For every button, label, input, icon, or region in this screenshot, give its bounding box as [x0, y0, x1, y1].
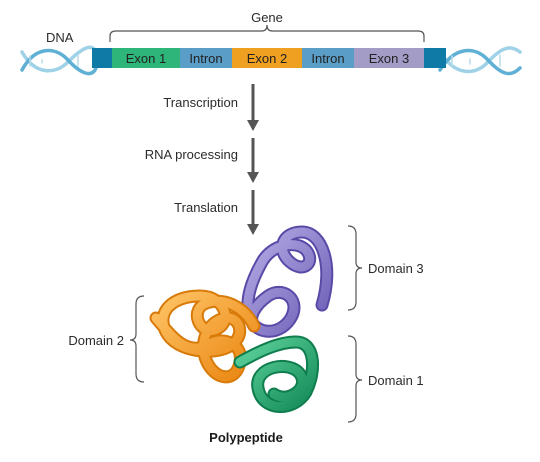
polypeptide-label: Polypeptide [209, 430, 283, 445]
transcription-arrow [247, 84, 259, 131]
polypeptide-structure [149, 225, 334, 413]
transcription-label: Transcription [163, 95, 238, 110]
rna-processing-arrow [247, 138, 259, 183]
dna-label: DNA [46, 30, 74, 45]
translation-arrow [247, 190, 259, 235]
domain-3-bracket [347, 225, 363, 311]
dna-flank-right [424, 48, 446, 68]
dna-flank-left [92, 48, 112, 68]
domain-3-chain [241, 225, 334, 338]
domain-3-label: Domain 3 [368, 261, 424, 276]
gene-bracket [109, 24, 425, 42]
translation-label: Translation [174, 200, 238, 215]
exon-3-label: Exon 3 [369, 51, 409, 66]
exon-2-segment [232, 48, 302, 68]
gene-segments: Exon 1 Intron Exon 2 Intron Exon 3 [112, 48, 424, 68]
intron-1-segment [180, 48, 232, 68]
domain-1-bracket [347, 335, 363, 423]
exon-1-segment [112, 48, 180, 68]
domain-2-label: Domain 2 [68, 333, 124, 348]
intron-2-label: Intron [311, 51, 344, 66]
exon-2-label: Exon 2 [247, 51, 287, 66]
domain-2-chain [149, 289, 261, 384]
intron-2-segment [302, 48, 354, 68]
rna-processing-label: RNA processing [145, 147, 238, 162]
exon-3-segment [354, 48, 424, 68]
domain-2-bracket [129, 295, 145, 383]
domain-1-label: Domain 1 [368, 373, 424, 388]
process-steps: Transcription RNA processing Translation [145, 84, 259, 235]
dna-helix-left [20, 45, 98, 76]
intron-1-label: Intron [189, 51, 222, 66]
dna-helix-right [438, 46, 522, 76]
gene-label: Gene [251, 10, 283, 25]
exon-1-label: Exon 1 [126, 51, 166, 66]
domain-1-chain [233, 335, 320, 413]
